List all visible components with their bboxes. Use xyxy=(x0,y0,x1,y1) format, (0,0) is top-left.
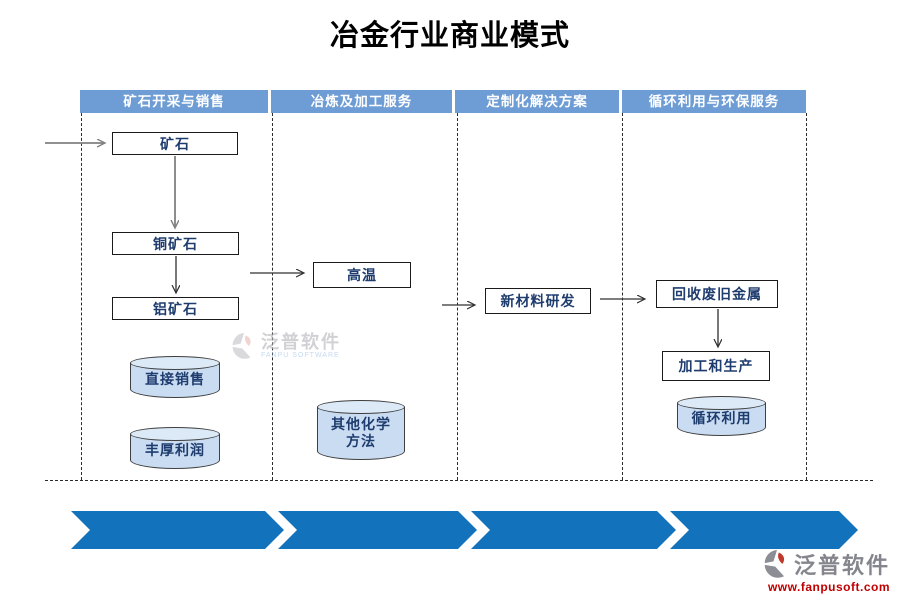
lane-border-bottom xyxy=(45,480,873,481)
cylinder-direct-sales: 直接销售 xyxy=(130,356,220,398)
chevron-segment-4 xyxy=(670,511,858,549)
lane-header-smelting: 冶炼及加工服务 xyxy=(271,90,452,113)
brand-footer: 泛普软件 www.fanpusoft.com xyxy=(763,548,890,594)
brand-url: www.fanpusoft.com xyxy=(767,580,890,594)
watermark-brand-text: 泛普软件 xyxy=(261,332,341,352)
page-title: 冶金行业商业模式 xyxy=(329,20,570,52)
lane-header-recycling: 循环利用与环保服务 xyxy=(622,90,806,113)
lane-divider-3 xyxy=(622,113,623,480)
lane-header-custom: 定制化解决方案 xyxy=(455,90,619,113)
node-new-material-rd: 新材料研发 xyxy=(485,288,591,314)
lane-divider-2 xyxy=(457,113,458,480)
chevron-segment-3 xyxy=(471,511,676,549)
cylinder-recycling: 循环利用 xyxy=(677,396,766,436)
node-recycle-metal: 回收废旧金属 xyxy=(656,280,778,308)
brand-name: 泛普软件 xyxy=(793,553,890,578)
chevron-segment-2 xyxy=(278,511,477,549)
cylinder-rich-profit: 丰厚利润 xyxy=(130,427,220,469)
fanpu-logo-icon xyxy=(764,550,785,578)
fanpu-logo-icon xyxy=(232,333,251,359)
chevron-segment-1 xyxy=(71,511,284,549)
watermark-center: 泛普软件 FANPU SOFTWARE xyxy=(231,332,341,360)
node-aluminum-ore: 铝矿石 xyxy=(112,297,239,320)
cylinder-top-ellipse xyxy=(677,396,766,410)
cylinder-top-ellipse xyxy=(130,356,220,370)
lane-header-mining: 矿石开采与销售 xyxy=(80,90,268,113)
lane-divider-1 xyxy=(272,113,273,480)
node-processing: 加工和生产 xyxy=(662,351,770,381)
node-ore: 矿石 xyxy=(112,132,238,155)
lane-border-right xyxy=(806,113,807,480)
watermark-brand-en: FANPU SOFTWARE xyxy=(261,352,340,359)
node-copper-ore: 铜矿石 xyxy=(112,232,239,255)
node-high-temp: 高温 xyxy=(313,262,411,288)
cylinder-top-ellipse xyxy=(317,400,405,414)
lane-border-left xyxy=(81,113,82,480)
cylinder-top-ellipse xyxy=(130,427,220,441)
cylinder-other-chemical-label: 其他化学 方法 xyxy=(317,407,405,460)
cylinder-other-chemical: 其他化学 方法 xyxy=(317,400,405,460)
